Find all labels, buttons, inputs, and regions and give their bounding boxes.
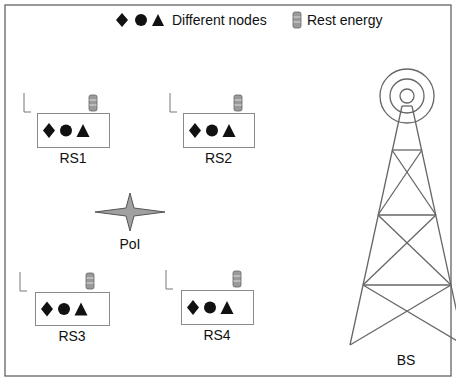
station-decor bbox=[166, 270, 241, 315]
station-label: RS4 bbox=[203, 327, 230, 343]
place-label: PoI bbox=[119, 236, 140, 252]
station-label: RS3 bbox=[58, 328, 85, 344]
station-decor bbox=[24, 93, 97, 138]
poi-star bbox=[95, 193, 165, 231]
battery-icon bbox=[293, 12, 301, 28]
station-box: RS4 bbox=[181, 290, 254, 325]
legend-text: Different nodes bbox=[172, 12, 267, 28]
tower-symbol bbox=[350, 69, 456, 345]
station-decor bbox=[20, 272, 94, 317]
station-decor bbox=[170, 93, 242, 138]
frame bbox=[5, 5, 451, 376]
station-box: RS1 bbox=[37, 113, 110, 148]
station-label: RS2 bbox=[205, 150, 232, 166]
legend-samples bbox=[116, 12, 301, 28]
station-label: RS1 bbox=[59, 150, 86, 166]
legend-text: Rest energy bbox=[307, 12, 382, 28]
station-box: RS3 bbox=[35, 292, 110, 326]
station-box: RS2 bbox=[183, 113, 255, 148]
place-label: BS bbox=[397, 352, 416, 368]
